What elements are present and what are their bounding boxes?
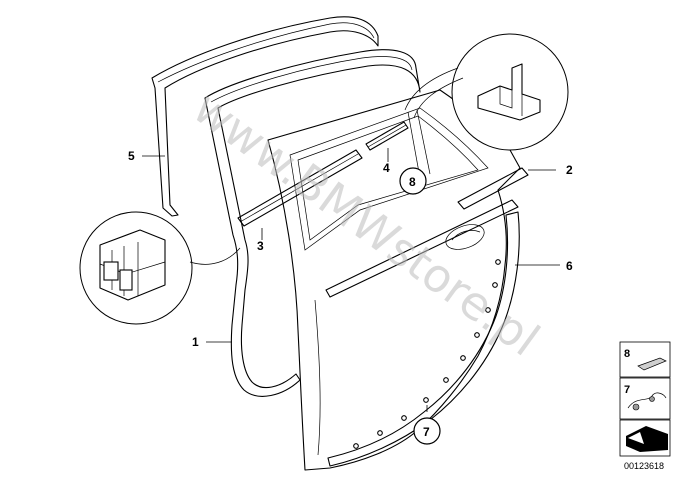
part-5-frame-seal: [151, 16, 379, 217]
diagram-id: 00123618: [624, 461, 664, 471]
legend-item-8: 8: [624, 348, 630, 360]
part-3-channel-strip: [237, 149, 363, 227]
parts-legend: 8 7 00123618: [619, 341, 671, 471]
part-4-channel-piece: [365, 121, 409, 151]
callout-6: 6: [566, 259, 573, 273]
part-6-outer-strip: [325, 199, 519, 298]
arrow-part-icon: [626, 426, 668, 452]
clip-part-icon: [637, 357, 667, 371]
part-2-belt-strip: [457, 167, 529, 210]
callout-7-circled: 7: [413, 417, 441, 445]
legend-item-7: 7: [624, 384, 630, 396]
callout-8-circled: 8: [399, 167, 427, 195]
callout-2: 2: [566, 163, 573, 177]
part-7-lower-trim: [327, 211, 520, 467]
leader-lines: [142, 148, 560, 412]
part-1-door-seal: [204, 49, 421, 397]
callout-4: 4: [383, 161, 390, 175]
callout-8: 8: [409, 175, 416, 189]
callout-5: 5: [128, 149, 135, 163]
callout-1: 1: [192, 335, 199, 349]
callout-7: 7: [423, 425, 430, 439]
trim-clips: [353, 259, 501, 449]
cable-part-icon: [627, 392, 667, 411]
door-panel: [267, 89, 521, 471]
seal-profile-detail-icon: [477, 63, 541, 121]
callout-3: 3: [257, 239, 264, 253]
detail-circle-top: [404, 33, 569, 151]
detail-circle-left: [79, 211, 241, 325]
clip-detail-icon: [99, 229, 166, 301]
